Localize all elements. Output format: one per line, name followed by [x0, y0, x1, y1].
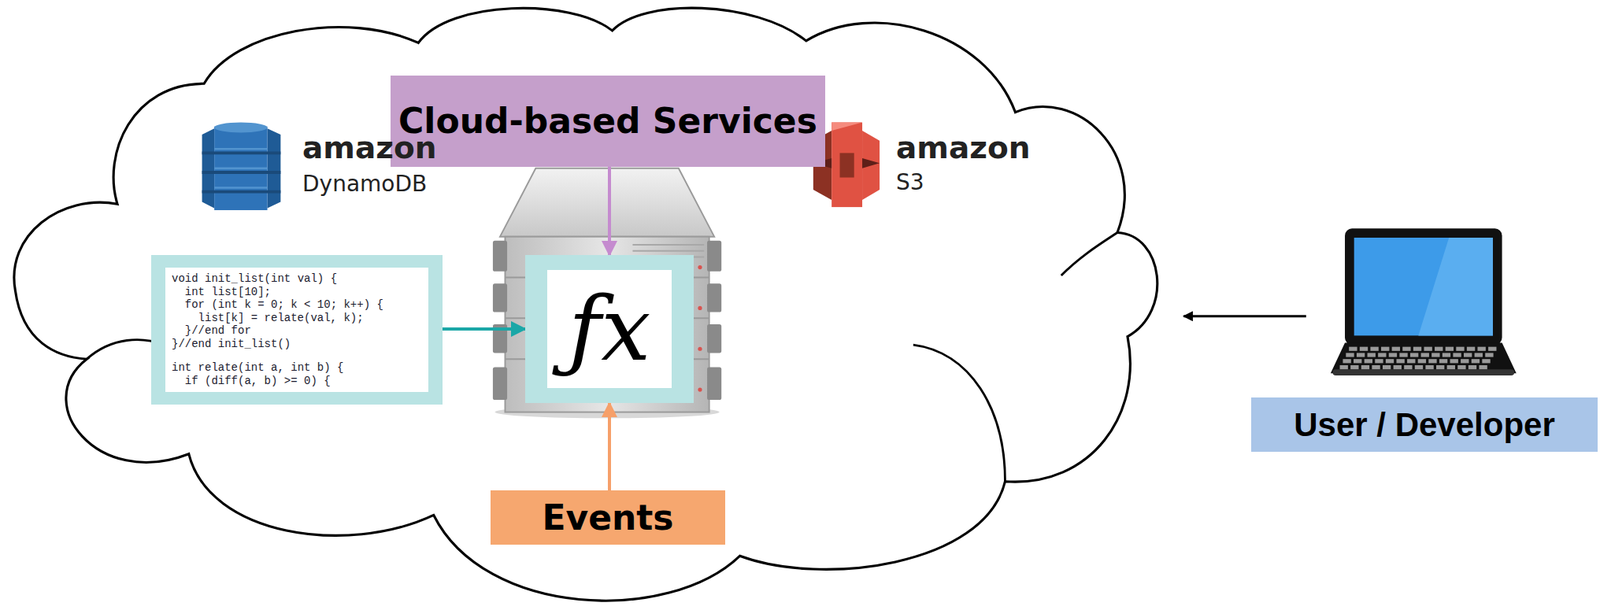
dynamodb-icon	[202, 122, 282, 211]
laptop-icon	[1330, 228, 1517, 376]
user-box: User / Developer	[1251, 397, 1598, 452]
code-line: }//end init_list()	[171, 337, 291, 352]
code-line: if (diff(a, b) >= 0) {	[171, 374, 331, 389]
service-name: S3	[896, 171, 925, 194]
flow-arrow	[607, 403, 612, 491]
code-line: void init_list(int val) {	[171, 272, 338, 286]
box-label: User / Developer	[1293, 406, 1556, 444]
brand-name: amazon	[896, 132, 1031, 163]
inner-panel: void init_list(int val) {int list[10];fo…	[165, 267, 429, 393]
brand-name: amazon	[302, 132, 438, 163]
code-line: int relate(int a, int b) {	[171, 361, 344, 375]
flow-arrow	[442, 327, 526, 331]
code-box: void init_list(int val) {int list[10];fo…	[151, 255, 443, 405]
flow-arrow	[607, 166, 612, 256]
code-line: int list[10];	[171, 285, 271, 300]
service-name: DynamoDB	[302, 173, 427, 196]
function-symbol: ƒx	[568, 285, 652, 374]
service-box: Cloud-based Services	[390, 75, 826, 167]
box-label: Events	[541, 498, 674, 538]
server-illustration	[492, 168, 722, 419]
box-label: Cloud-based Services	[398, 101, 818, 141]
access-arrow	[1183, 314, 1307, 318]
code-line: list[k] = relate(val, k);	[171, 311, 364, 326]
cloud-fold	[1061, 232, 1118, 275]
code-line: for (int k = 0; k < 10; k++) {	[171, 298, 384, 312]
inner-panel: ƒx	[547, 270, 672, 389]
code-line: }//end for	[171, 324, 252, 338]
function-box: ƒx	[525, 255, 694, 404]
cloud-fold	[913, 344, 1006, 482]
events-box: Events	[490, 490, 726, 545]
cloud-outline	[14, 7, 1158, 601]
